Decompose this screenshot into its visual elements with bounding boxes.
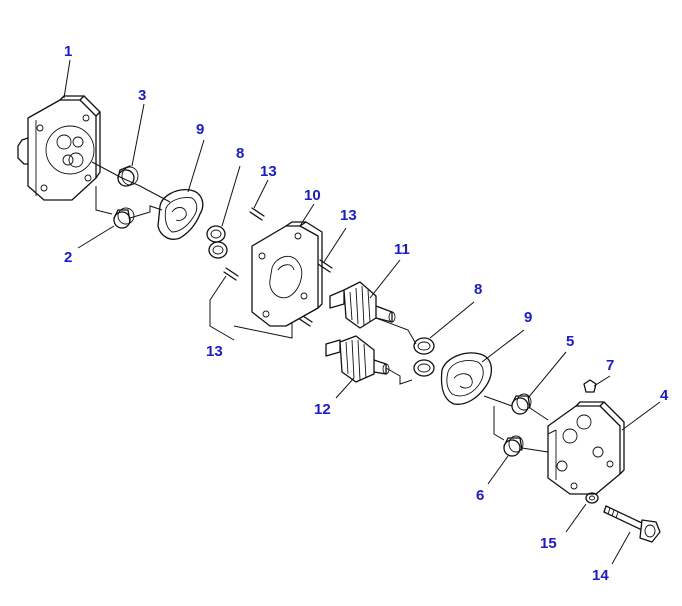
callout-9-lower: 9 xyxy=(524,309,532,326)
callout-14: 14 xyxy=(592,567,609,584)
callout-2: 2 xyxy=(64,249,72,266)
part-9-seal-plate xyxy=(157,189,204,240)
callout-9-upper: 9 xyxy=(196,121,204,138)
part-9-seal-plate-lower xyxy=(440,352,492,405)
callout-13-mid: 13 xyxy=(340,207,357,224)
part-7-plug xyxy=(583,379,597,393)
part-3-bushing xyxy=(117,165,139,187)
part-14-bolt xyxy=(603,505,661,543)
callout-12: 12 xyxy=(314,401,331,418)
callout-leaders xyxy=(63,59,661,565)
callout-8-lower: 8 xyxy=(474,281,482,298)
callout-13-top: 13 xyxy=(260,163,277,180)
callout-5: 5 xyxy=(566,333,574,350)
callout-3: 3 xyxy=(138,87,146,104)
callout-15: 15 xyxy=(540,535,557,552)
part-8-figure-eight-seal-lower xyxy=(413,337,435,377)
assembly-centerlines xyxy=(91,161,557,453)
part-2-bushing xyxy=(113,207,135,229)
part-12-driven-gear xyxy=(325,335,390,383)
part-4-rear-cover xyxy=(547,401,625,495)
part-6-bushing xyxy=(503,435,524,457)
part-15-washer xyxy=(585,492,599,504)
callout-4: 4 xyxy=(660,387,669,404)
part-10-gear-plate xyxy=(251,221,323,327)
callout-13-bottom: 13 xyxy=(206,343,223,360)
callout-labels: 1 2 3 4 5 6 7 8 8 9 9 10 11 12 13 13 13 … xyxy=(64,43,669,584)
callout-11: 11 xyxy=(394,241,410,258)
part-11-drive-gear xyxy=(329,281,396,329)
callout-6: 6 xyxy=(476,487,484,504)
part-8-figure-eight-seal xyxy=(206,225,228,259)
part-1-front-housing xyxy=(17,95,101,201)
callout-1: 1 xyxy=(64,43,72,60)
callout-8-upper: 8 xyxy=(236,145,244,162)
callout-10: 10 xyxy=(304,187,321,204)
callout-7: 7 xyxy=(606,357,614,374)
part-5-bushing xyxy=(511,393,532,415)
